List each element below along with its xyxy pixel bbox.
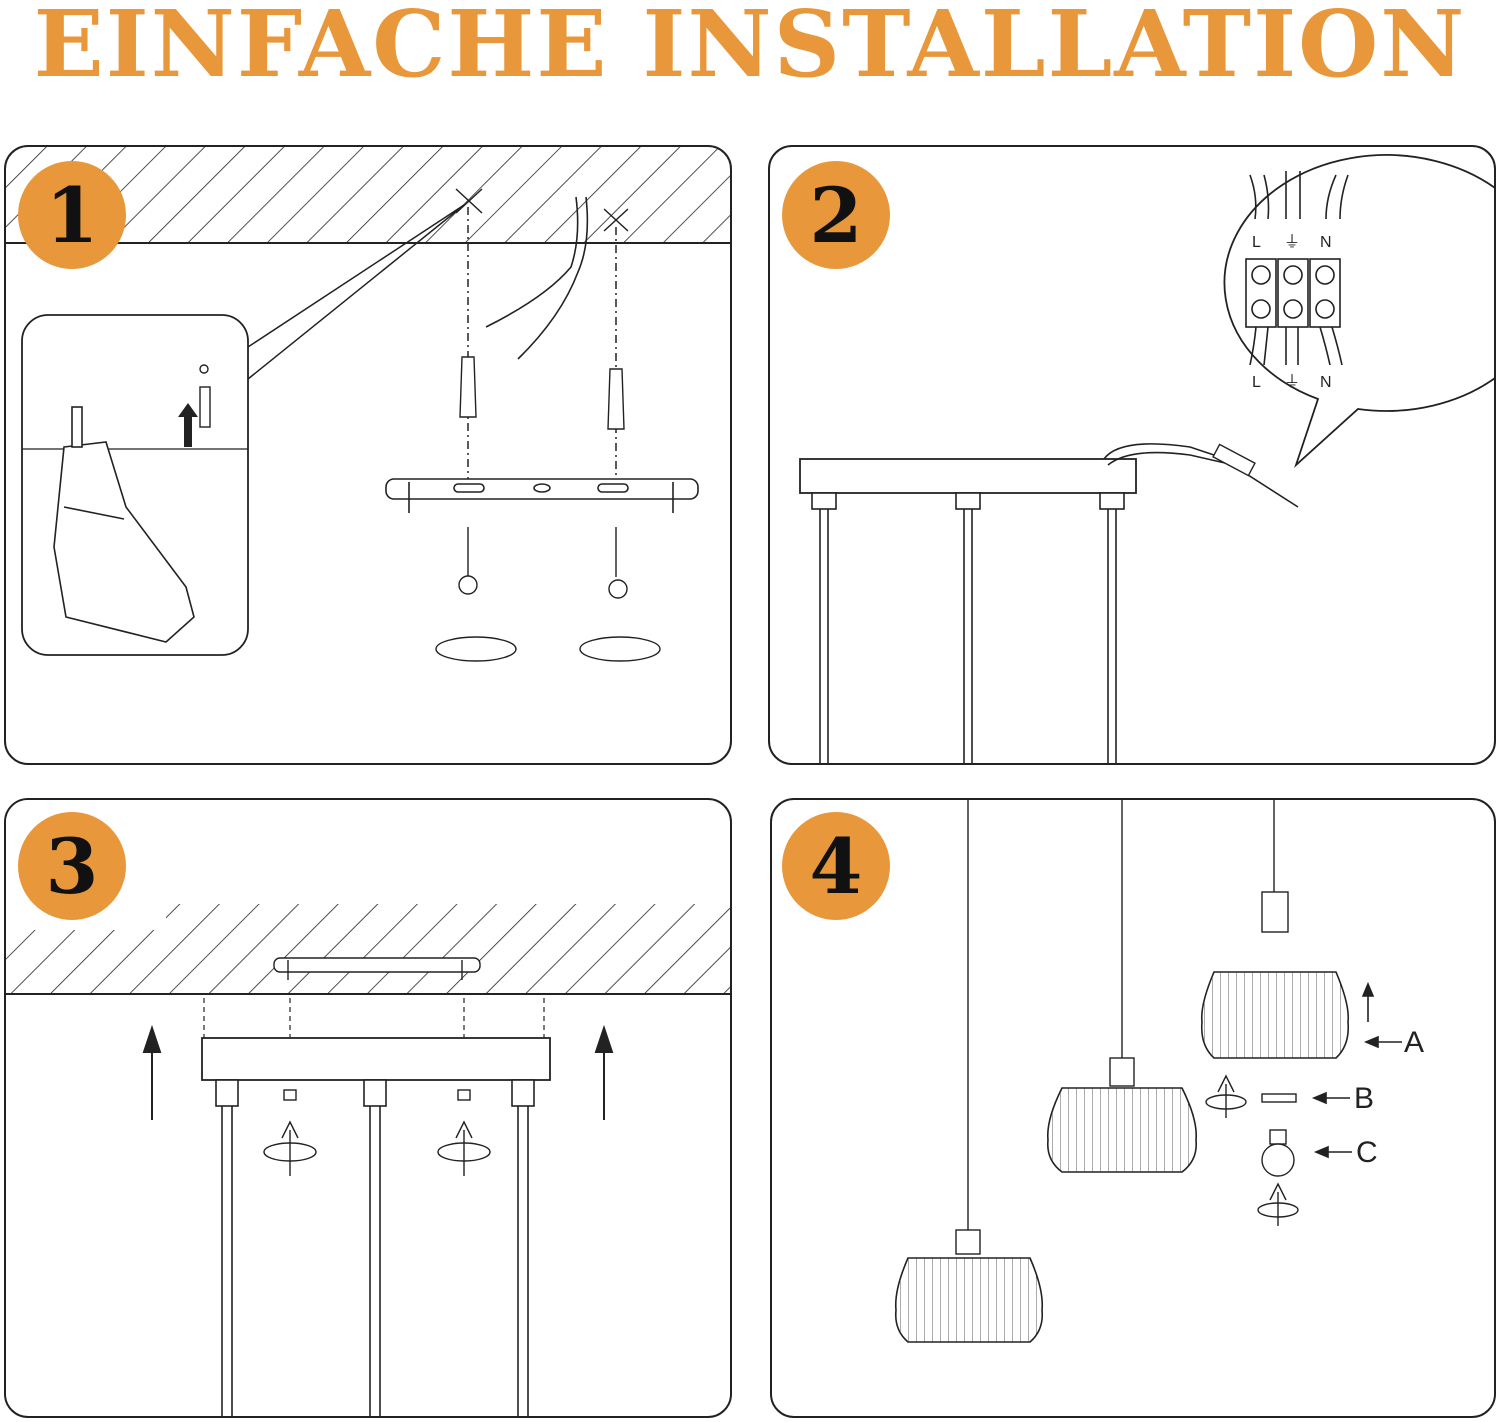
step-4-panel: 4 — [770, 798, 1496, 1418]
terminal-labels-bottom: L ⏚ N — [1252, 373, 1332, 391]
step-2-illustration: L ⏚ N L ⏚ N — [799, 154, 1494, 763]
pendant-shade-exploded — [1200, 971, 1350, 1059]
terminal-block — [1245, 258, 1341, 328]
rotate-icons — [263, 1089, 491, 1176]
rotate-icons — [1205, 1074, 1299, 1226]
step-1-badge: 1 — [18, 161, 126, 269]
mounting-bracket — [273, 957, 481, 980]
svg-text:L: L — [1252, 374, 1261, 391]
svg-text:A: A — [1404, 1026, 1424, 1059]
screws — [458, 527, 628, 599]
drill-icon — [53, 406, 195, 643]
svg-text:⏚: ⏚ — [1284, 373, 1300, 391]
light-bulb-icon — [1261, 1129, 1295, 1177]
svg-text:N: N — [1320, 374, 1332, 391]
mounting-bracket — [385, 478, 699, 513]
step-4-badge: 4 — [782, 812, 890, 920]
step-3-badge: 3 — [18, 812, 126, 920]
svg-text:N: N — [1320, 234, 1332, 251]
step-1-panel: 1 — [4, 145, 732, 765]
anchor-icon — [199, 364, 211, 428]
step-1-illustration — [6, 147, 730, 662]
page-title: EINFACHE INSTALLATION — [33, 0, 1467, 98]
pendant-shade-2 — [1046, 1057, 1198, 1173]
lamp-socket — [1261, 891, 1289, 933]
canopy — [799, 458, 1137, 494]
pendant-shade-1 — [894, 1229, 1044, 1343]
terminal-callout — [1223, 154, 1494, 468]
step-2-badge: 2 — [782, 161, 890, 269]
step-3-panel: 3 — [4, 798, 732, 1418]
svg-text:B: B — [1354, 1082, 1374, 1115]
step-4-illustration: A B C — [894, 800, 1424, 1343]
canopy — [201, 1037, 551, 1081]
shade-ring — [1261, 1093, 1297, 1103]
ceiling-cable — [485, 196, 589, 360]
svg-text:L: L — [1252, 234, 1261, 251]
up-arrow-icon — [142, 1024, 614, 1120]
svg-text:⏚: ⏚ — [1284, 233, 1300, 251]
up-arrow-icon — [178, 403, 198, 447]
wall-plugs — [459, 356, 625, 430]
part-labels: A B C — [1354, 1026, 1424, 1169]
svg-text:C: C — [1356, 1136, 1378, 1169]
terminal-labels-top: L ⏚ N — [1252, 233, 1332, 251]
step-2-panel: 2 L ⏚ N — [768, 145, 1496, 765]
rotate-icons — [435, 636, 661, 662]
